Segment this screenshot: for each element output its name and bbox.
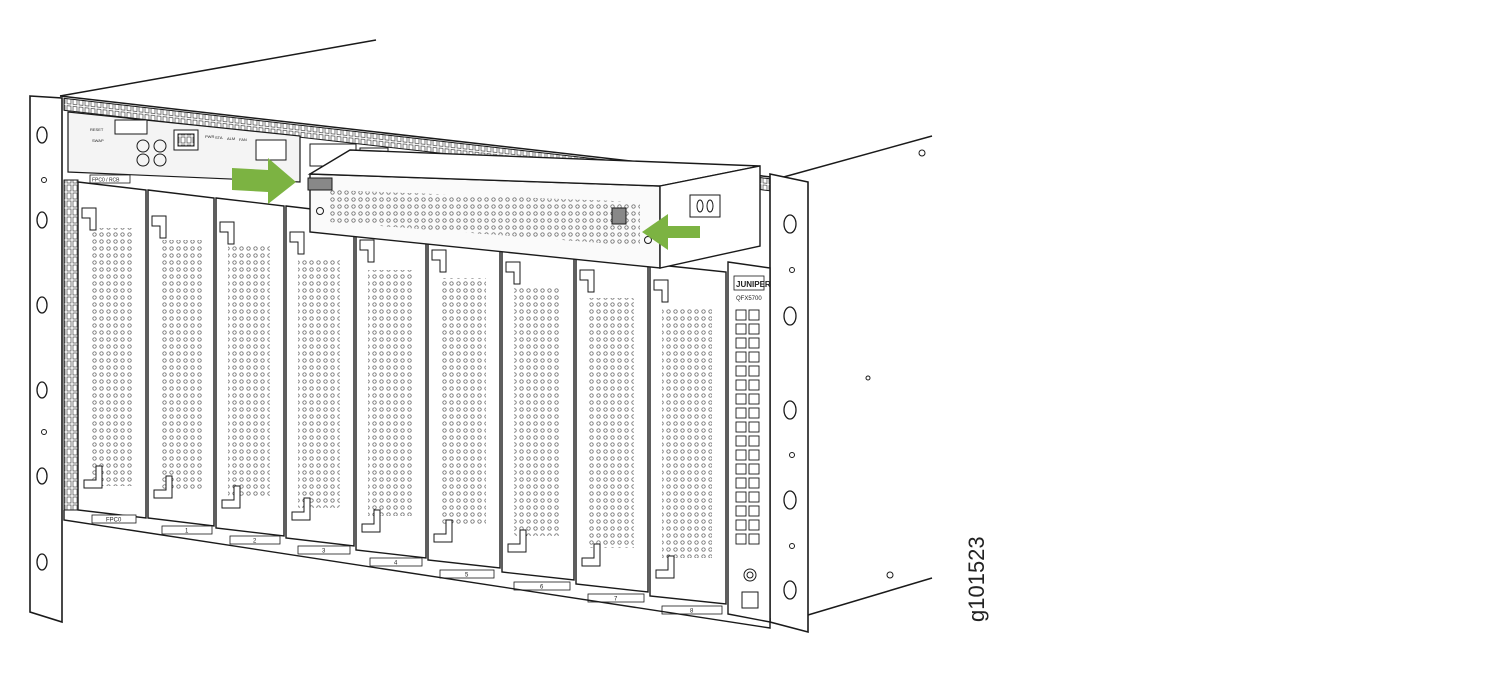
port-label-pwr: PWR bbox=[205, 134, 214, 139]
line-card-2 bbox=[215, 197, 285, 537]
fan-port-grid bbox=[735, 309, 760, 545]
fan-tray-panel: JUNIPER QFX5700 bbox=[727, 261, 771, 623]
left-arrow-icon bbox=[642, 214, 700, 250]
figure-id-label: g101523 bbox=[964, 536, 989, 622]
chassis-bottom-edge bbox=[63, 510, 771, 629]
figure-id-text: g101523 bbox=[964, 536, 989, 622]
slot-label-7: 7 bbox=[614, 597, 618, 603]
port-label-reset: RESET bbox=[90, 127, 104, 132]
port-label-swap: SWAP bbox=[92, 138, 104, 143]
port-label-sta: STA bbox=[215, 135, 223, 140]
slot-label-6: 6 bbox=[540, 585, 544, 591]
line-card-slots bbox=[77, 181, 727, 605]
port-label-fan: FAN bbox=[239, 137, 247, 142]
line-card-6 bbox=[501, 243, 575, 581]
line-card-3 bbox=[285, 205, 355, 547]
right-rack-ear bbox=[769, 173, 809, 634]
line-card-7 bbox=[575, 253, 649, 593]
slot-label-1: 1 bbox=[185, 529, 189, 535]
port-label-alm: ALM bbox=[227, 136, 235, 141]
slot-label-5: 5 bbox=[465, 573, 469, 579]
slot-label-8: 8 bbox=[690, 609, 694, 615]
slot-label-3: 3 bbox=[322, 549, 326, 555]
left-rack-ear bbox=[29, 95, 63, 624]
left-grill bbox=[63, 179, 79, 511]
line-card-1 bbox=[147, 189, 215, 527]
inserted-module bbox=[307, 149, 761, 269]
slot-labels: FPC0 1 2 3 4 5 6 7 8 bbox=[91, 514, 723, 615]
line-card-5 bbox=[427, 233, 501, 569]
brand-logo: JUNIPER bbox=[736, 280, 771, 289]
line-card-0 bbox=[77, 181, 147, 519]
insertion-arrows bbox=[232, 158, 700, 250]
control-board-label: FPC0 / RCB bbox=[92, 178, 120, 184]
line-card-4 bbox=[355, 225, 427, 559]
side-screws bbox=[865, 149, 926, 579]
slot-label-2: 2 bbox=[253, 539, 257, 545]
slot-label-0: FPC0 bbox=[106, 518, 122, 524]
slot-label-4: 4 bbox=[394, 561, 398, 567]
line-card-8 bbox=[649, 263, 727, 605]
right-arrow-icon bbox=[232, 158, 296, 204]
chassis-model-label: QFX5700 bbox=[736, 296, 762, 302]
